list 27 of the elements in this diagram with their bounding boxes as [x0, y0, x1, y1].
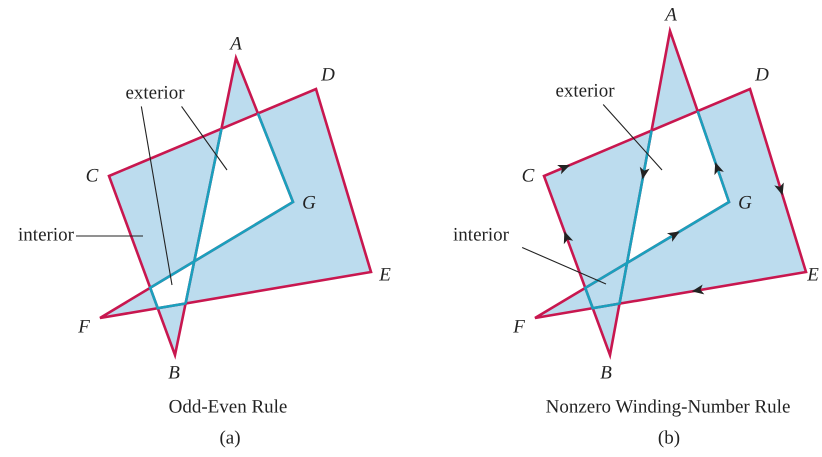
vertex-label: B — [600, 364, 612, 384]
vertex-label: B — [168, 364, 180, 384]
leader-line — [76, 235, 143, 237]
rule-caption: Nonzero Winding-Number Rule — [546, 398, 790, 418]
rule-caption: Odd-Even Rule — [168, 398, 288, 418]
vertex-label: D — [755, 66, 769, 86]
vertex-label: G — [738, 194, 752, 214]
leader-line — [522, 247, 606, 284]
vertex-label: F — [513, 318, 525, 338]
vertex-label: A — [230, 34, 242, 56]
vertex-label: E — [379, 266, 391, 286]
leader-line — [181, 106, 228, 170]
vertex-label: C — [522, 166, 534, 188]
vertex-label: E — [807, 266, 819, 286]
vertex-label: G — [302, 194, 316, 214]
region-label: exterior — [555, 82, 615, 102]
panel-label: (b) — [658, 428, 680, 450]
region-label: exterior — [125, 84, 185, 104]
vertex-label: A — [665, 6, 677, 26]
vertex-label: D — [321, 66, 335, 86]
leader-line — [602, 104, 662, 170]
panel-label: (a) — [219, 428, 241, 450]
region-label: interior — [18, 226, 74, 246]
leader-line — [140, 106, 173, 286]
vertex-label: C — [86, 166, 98, 188]
vertex-label: F — [78, 318, 90, 338]
region-label: interior — [453, 226, 509, 246]
